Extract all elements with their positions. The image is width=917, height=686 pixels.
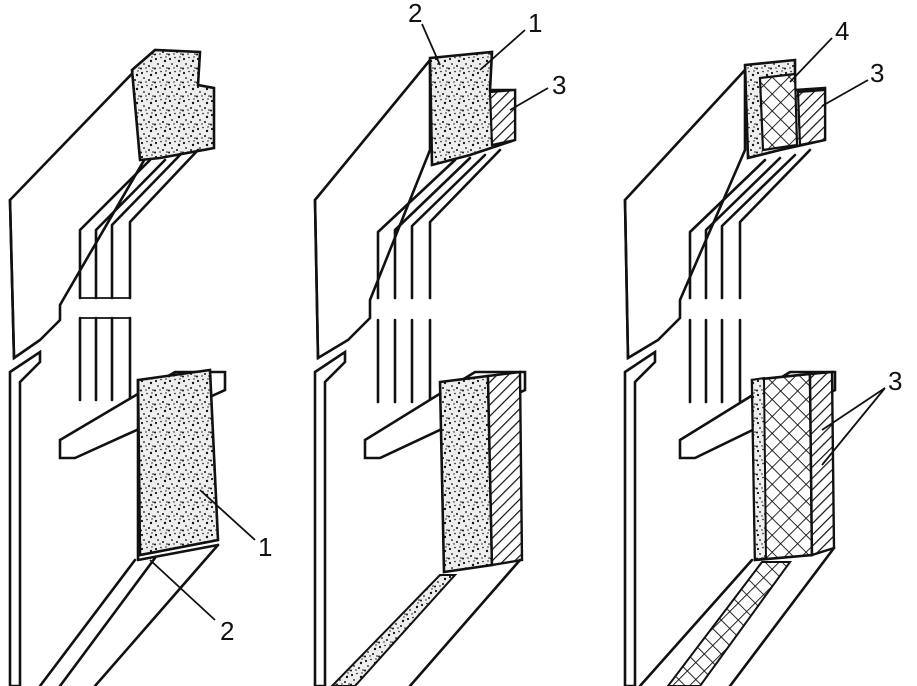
sill-panel-section [136,368,220,557]
callout-label: 2 [408,0,422,28]
window-frame-upper [78,148,200,300]
sill-panel-section [438,374,494,574]
window-frame-lower [376,318,432,404]
leader-line [479,29,526,71]
leader-line [821,79,869,107]
callout-label: 3 [870,58,884,88]
upper-wall-slab [313,56,432,361]
window-frame-upper [376,148,502,300]
upper-wall-slab [623,66,747,361]
sill-panel-inner-layer [750,376,768,562]
lower-wall-slab [8,349,42,686]
callouts: 1 2 2 1 3 4 3 3 [149,0,902,646]
base-trough [38,558,137,686]
window-frame-lower [78,316,132,402]
window-frame-upper [688,148,812,300]
panel-middle [313,50,527,686]
callout-label: 3 [888,366,902,396]
lower-wall-slab [313,349,347,686]
callout-label: 3 [552,70,566,100]
callout-label: 1 [258,532,272,562]
lintel-facing [796,88,827,147]
leader-line [149,559,216,621]
callout-label: 1 [528,8,542,38]
leader-line [199,489,256,541]
panel-right [623,58,837,686]
leader-line [821,387,886,466]
leader-line [509,87,549,111]
base-trough-insulation [666,561,792,686]
callout-label: 4 [835,16,849,46]
lintel-insulation [758,72,799,152]
lintel-facing [488,88,517,147]
panel-left [8,48,227,686]
sill-panel-facing [486,370,524,567]
callout-label: 2 [220,616,234,646]
leader-line [421,23,441,66]
lower-wall-slab [623,349,657,686]
lintel-section [130,48,216,162]
window-frame-lower [688,318,742,404]
sill-panel-facing [808,370,836,557]
leader-line [821,387,886,431]
leader-line [789,37,833,83]
base-trough-fill [330,574,458,686]
